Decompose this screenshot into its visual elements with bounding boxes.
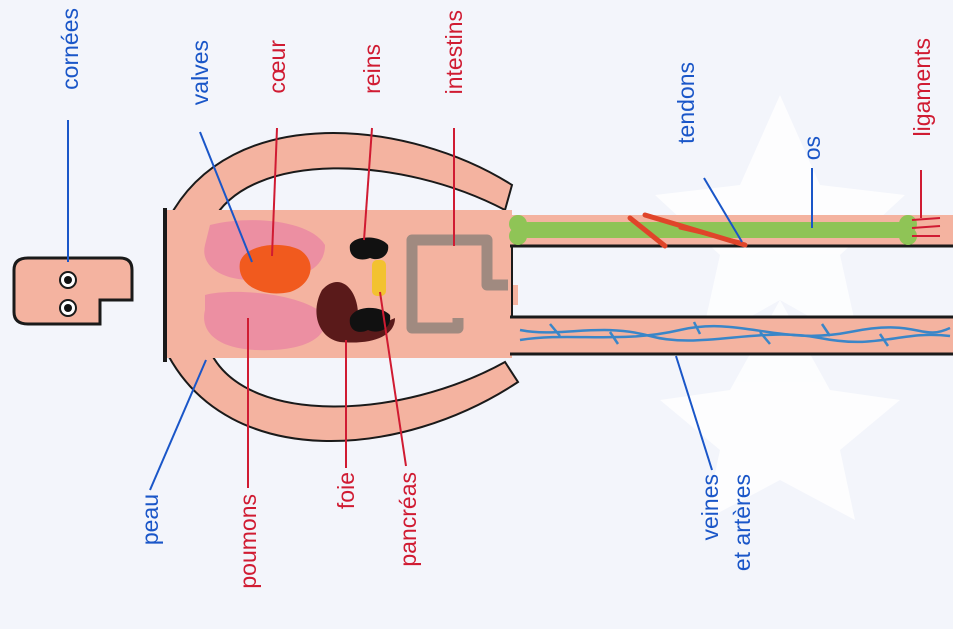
label-pancreas: pancréas: [395, 472, 421, 567]
label-intestins: intestins: [441, 10, 467, 94]
label-poumons: poumons: [235, 494, 261, 589]
label-foie: foie: [333, 472, 359, 509]
label-arteres: et artères: [729, 474, 755, 571]
label-cornees: cornées: [57, 8, 83, 90]
label-coeur: cœur: [264, 40, 290, 94]
label-reins: reins: [359, 44, 385, 94]
label-os: os: [799, 136, 825, 160]
label-tendons: tendons: [673, 62, 699, 144]
label-ligaments: ligaments: [909, 38, 935, 136]
pancreas: [372, 260, 386, 296]
kidney: [350, 238, 388, 260]
label-peau: peau: [137, 494, 163, 545]
label-valves: valves: [187, 40, 213, 105]
label-veines: veines: [697, 474, 723, 540]
